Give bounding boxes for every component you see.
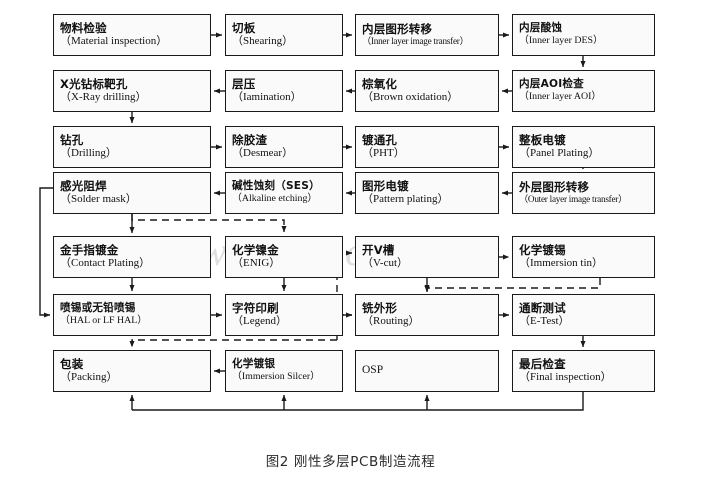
node-inner-layer-aoi[interactable]: 内层AOI检查 （Inner layer AOI） [512,70,655,112]
node-en-label: （E-Test） [519,315,570,328]
node-cn-label: 感光阻焊 [60,179,107,194]
node-brown-oxidation[interactable]: 棕氧化 （Brown oxidation） [355,70,499,112]
node-en-label: （ENIG） [232,257,281,270]
node-en-label: （V-cut） [362,257,409,270]
node-desmear[interactable]: 除胶渣 （Desmear） [225,126,343,168]
node-cn-label: 除胶渣 [232,133,268,148]
node-cn-label: 化学镀银 [232,358,276,371]
node-en-label: （HAL or LF HAL） [60,315,148,327]
node-cn-label: X光钻标靶孔 [60,77,128,92]
node-cn-label: 镀通孔 [362,133,398,148]
node-en-label: （Solder mask） [60,193,137,206]
node-lamination[interactable]: 层压 （Iamination） [225,70,343,112]
node-en-label: （Immersion Silcer） [232,371,321,383]
node-cn-label: 喷锡或无铅喷锡 [60,302,136,315]
node-pht[interactable]: 镀通孔 （PHT） [355,126,499,168]
node-cn-label: 物料检验 [60,21,107,36]
node-en-label: （Brown oxidation） [362,91,459,104]
node-en-label: （Final inspection） [519,371,612,384]
node-en-label: （Panel Plating） [519,147,600,160]
node-cn-label: 整板电镀 [519,133,566,148]
node-en-label: （X-Ray drilling） [60,91,147,104]
node-pattern-plating[interactable]: 图形电镀 （Pattern plating） [355,172,499,214]
solid-return-bus [132,392,584,411]
node-cn-label: 化学镍金 [232,243,279,258]
node-hal[interactable]: 喷锡或无铅喷锡 （HAL or LF HAL） [53,294,211,336]
node-outer-image-transfer[interactable]: 外层图形转移 （Outer layer image transfer） [512,172,655,214]
node-e-test[interactable]: 通断测试 （E-Test） [512,294,655,336]
node-cn-label: 图形电镀 [362,179,409,194]
node-cn-label: 外层图形转移 [519,180,590,195]
node-cn-label: 层压 [232,77,256,92]
node-en-label: （Packing） [60,371,118,384]
node-shearing[interactable]: 切板 （Shearing） [225,14,343,56]
node-en-label: （Outer layer image transfer） [519,194,628,205]
node-inner-layer-des[interactable]: 内层酸蚀 （Inner layer DES） [512,14,655,56]
node-xray-drilling[interactable]: X光钻标靶孔 （X-Ray drilling） [53,70,211,112]
node-immersion-tin[interactable]: 化学镀锡 （Immersion tin） [512,236,655,278]
node-cn-label: 钻孔 [60,133,84,148]
node-contact-plating[interactable]: 金手指镀金 （Contact Plating） [53,236,211,278]
node-cn-label: 碱性蚀刻（SES） [232,180,320,193]
node-packing[interactable]: 包装 （Packing） [53,350,211,392]
node-cn-label: 化学镀锡 [519,243,566,258]
node-solder-mask[interactable]: 感光阻焊 （Solder mask） [53,172,211,214]
node-final-inspection[interactable]: 最后检查 （Final inspection） [512,350,655,392]
figure-caption: 图2 刚性多层PCB制造流程 [265,454,436,470]
node-en-label: （Legend） [232,315,287,328]
node-alkaline-etching[interactable]: 碱性蚀刻（SES） （Alkaline etching） [225,172,343,214]
node-osp[interactable]: OSP [355,350,499,392]
node-en-label: （Immersion tin） [519,257,604,270]
node-en-label: （Contact Plating） [60,257,151,270]
node-cn-label: 字符印刷 [232,301,279,316]
node-v-cut[interactable]: 开V槽 （V-cut） [355,236,499,278]
node-cn-label: 开V槽 [362,243,395,258]
node-en-label: （Alkaline etching） [232,193,318,205]
node-material-inspection[interactable]: 物料检验 （Material inspection） [53,14,211,56]
node-en-label: （Drilling） [60,147,117,160]
node-en-label: （PHT） [362,147,405,160]
node-cn-label: 棕氧化 [362,77,398,92]
node-immersion-silver[interactable]: 化学镀银 （Immersion Silcer） [225,350,343,392]
node-drilling[interactable]: 钻孔 （Drilling） [53,126,211,168]
node-en-label: （Routing） [362,315,420,328]
node-panel-plating[interactable]: 整板电镀 （Panel Plating） [512,126,655,168]
node-cn-label: 铣外形 [362,301,398,316]
node-en-label: （Shearing） [232,35,294,48]
node-en-label: （Inner layer DES） [519,35,603,47]
node-cn-label: 内层AOI检查 [519,78,584,91]
node-cn-label: 切板 [232,21,256,36]
node-legend[interactable]: 字符印刷 （Legend） [225,294,343,336]
node-en-label: （Pattern plating） [362,193,449,206]
node-en-label: OSP [362,364,384,377]
node-cn-label: 金手指镀金 [60,243,119,258]
node-en-label: （Iamination） [232,91,302,104]
node-cn-label: 内层图形转移 [362,22,433,37]
node-inner-image-transfer[interactable]: 内层图形转移 （Inner layer image transfer） [355,14,499,56]
node-en-label: （Desmear） [232,147,294,160]
node-en-label: （Material inspection） [60,35,168,48]
node-cn-label: 内层酸蚀 [519,22,563,35]
node-cn-label: 包装 [60,357,84,372]
node-en-label: （Inner layer AOI） [519,91,602,103]
node-en-label: （Inner layer image transfer） [362,36,469,47]
node-cn-label: 通断测试 [519,301,566,316]
node-routing[interactable]: 铣外形 （Routing） [355,294,499,336]
node-cn-label: 最后检查 [519,357,566,372]
node-enig[interactable]: 化学镍金 （ENIG） [225,236,343,278]
